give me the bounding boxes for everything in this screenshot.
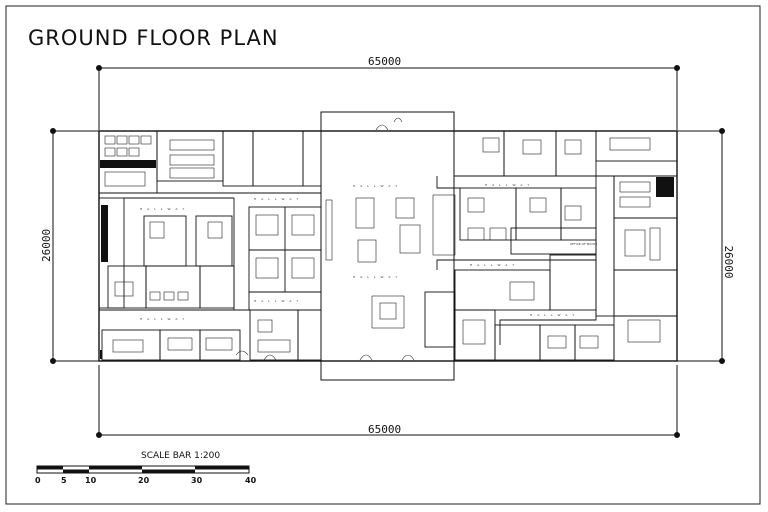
room-labels: H A L L W A Y H A L L W A Y H A L L W A … [140,183,597,321]
dimension-bottom-label: 65000 [368,423,401,436]
hallway-label: H A L L W A Y [353,184,399,188]
scale-tick: 40 [245,476,257,485]
scale-tick: 20 [138,476,150,485]
scale-bar-title: SCALE BAR 1:200 [141,451,220,461]
solid-elements [100,160,674,359]
scale-tick: 5 [61,476,67,485]
dimension-left-label: 26000 [40,229,53,262]
hallway-label: H A L L W A Y [140,207,186,211]
hallway-label: H A L L W A Y [470,263,516,267]
dimension-top-label: 65000 [368,55,401,68]
hallway-label: H A L L W A Y [530,313,576,317]
hallway-label: H A L L W A Y [254,299,300,303]
hallway-label: H A L L W A Y [353,275,399,279]
interior-walls [98,130,678,362]
office-label: OFFICE OF MAYOR [570,242,597,246]
hallway-label: H A L L W A Y [485,183,531,187]
hallway-label: H A L L W A Y [140,317,186,321]
scale-tick: 30 [191,476,203,485]
sheet-border [5,5,761,505]
scale-tick: 0 [35,476,41,485]
dimension-right-label: 26000 [722,245,735,278]
hallway-label: H A L L W A Y [254,197,300,201]
scale-bar: SCALE BAR 1:200 0 5 10 20 30 40 [35,451,257,485]
dimension-lines [50,65,725,438]
scale-tick: 10 [85,476,97,485]
drawing-title: GROUND FLOOR PLAN [28,26,279,50]
furniture-detail [104,117,661,361]
